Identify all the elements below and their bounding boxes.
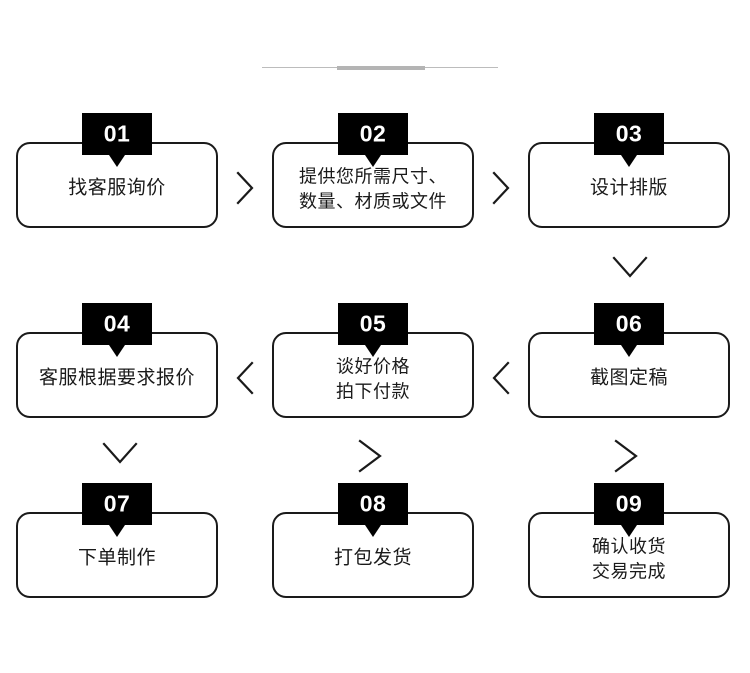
step-label-01: 找客服询价: [68, 177, 166, 199]
connector-chevron-right-02-03: [488, 167, 514, 209]
badge-tail-icon-03: [621, 155, 637, 167]
badge-tail-icon-08: [365, 525, 381, 537]
step-label-04: 客服根据要求报价: [38, 367, 195, 389]
step-number-07: 07: [103, 490, 131, 517]
step-box-05: [272, 332, 474, 418]
badge-tail-icon-02: [365, 155, 381, 167]
step-badge-07: 07: [82, 483, 152, 537]
step-number-02: 02: [359, 120, 387, 147]
step-label-08: 打包发货: [333, 547, 412, 569]
connector-chevron-down-03-06: [608, 252, 652, 282]
step-card-09[interactable]: 09 确认收货 交易完成: [528, 483, 730, 598]
step-box-07: [16, 512, 218, 598]
step-number-08: 08: [359, 490, 387, 517]
step-card-02[interactable]: 02 提供您所需尺寸、 数量、材质或文件: [272, 113, 474, 228]
step-label-05: 谈好价格 拍下付款: [336, 356, 410, 402]
step-card-01[interactable]: 01 找客服询价: [16, 113, 218, 228]
step-label-02: 提供您所需尺寸、 数量、材质或文件: [299, 166, 447, 212]
step-badge-01: 01: [82, 113, 152, 167]
step-box-01: [16, 142, 218, 228]
step-number-01: 01: [103, 120, 131, 147]
badge-tail-icon-07: [109, 525, 125, 537]
connector-chevron-left-06-05: [488, 357, 514, 399]
step-number-06: 06: [615, 310, 643, 337]
step-badge-06: 06: [594, 303, 664, 357]
step-card-06[interactable]: 06 截图定稿: [528, 303, 730, 418]
step-card-08[interactable]: 08 打包发货: [272, 483, 474, 598]
step-badge-08: 08: [338, 483, 408, 537]
step-label-06: 截图定稿: [589, 367, 668, 389]
step-number-05: 05: [359, 310, 387, 337]
badge-tail-icon-01: [109, 155, 125, 167]
badge-tail-icon-06: [621, 345, 637, 357]
step-number-04: 04: [103, 310, 131, 337]
connector-chevron-right-08-09: [610, 436, 646, 476]
step-label-03: 设计排版: [589, 177, 668, 199]
divider-center-bar: [337, 66, 425, 70]
step-badge-09: 09: [594, 483, 664, 537]
connector-chevron-right-07-08: [354, 436, 390, 476]
badge-tail-icon-05: [365, 345, 381, 357]
step-label-07: 下单制作: [77, 547, 156, 569]
step-badge-05: 05: [338, 303, 408, 357]
step-badge-03: 03: [594, 113, 664, 167]
step-number-09: 09: [615, 490, 643, 517]
connector-chevron-right-01-02: [232, 167, 258, 209]
step-badge-02: 02: [338, 113, 408, 167]
step-card-04[interactable]: 04 客服根据要求报价: [16, 303, 218, 418]
step-label-09: 确认收货 交易完成: [592, 536, 666, 582]
badge-tail-icon-04: [109, 345, 125, 357]
decorative-divider: [262, 66, 498, 70]
step-card-05[interactable]: 05 谈好价格 拍下付款: [272, 303, 474, 418]
badge-tail-icon-09: [621, 525, 637, 537]
connector-chevron-left-05-04: [232, 357, 258, 399]
step-box-08: [272, 512, 474, 598]
step-badge-04: 04: [82, 303, 152, 357]
step-card-03[interactable]: 03 设计排版: [528, 113, 730, 228]
connector-chevron-down-04-07: [98, 438, 142, 468]
step-number-03: 03: [615, 120, 643, 147]
step-card-07[interactable]: 07 下单制作: [16, 483, 218, 598]
